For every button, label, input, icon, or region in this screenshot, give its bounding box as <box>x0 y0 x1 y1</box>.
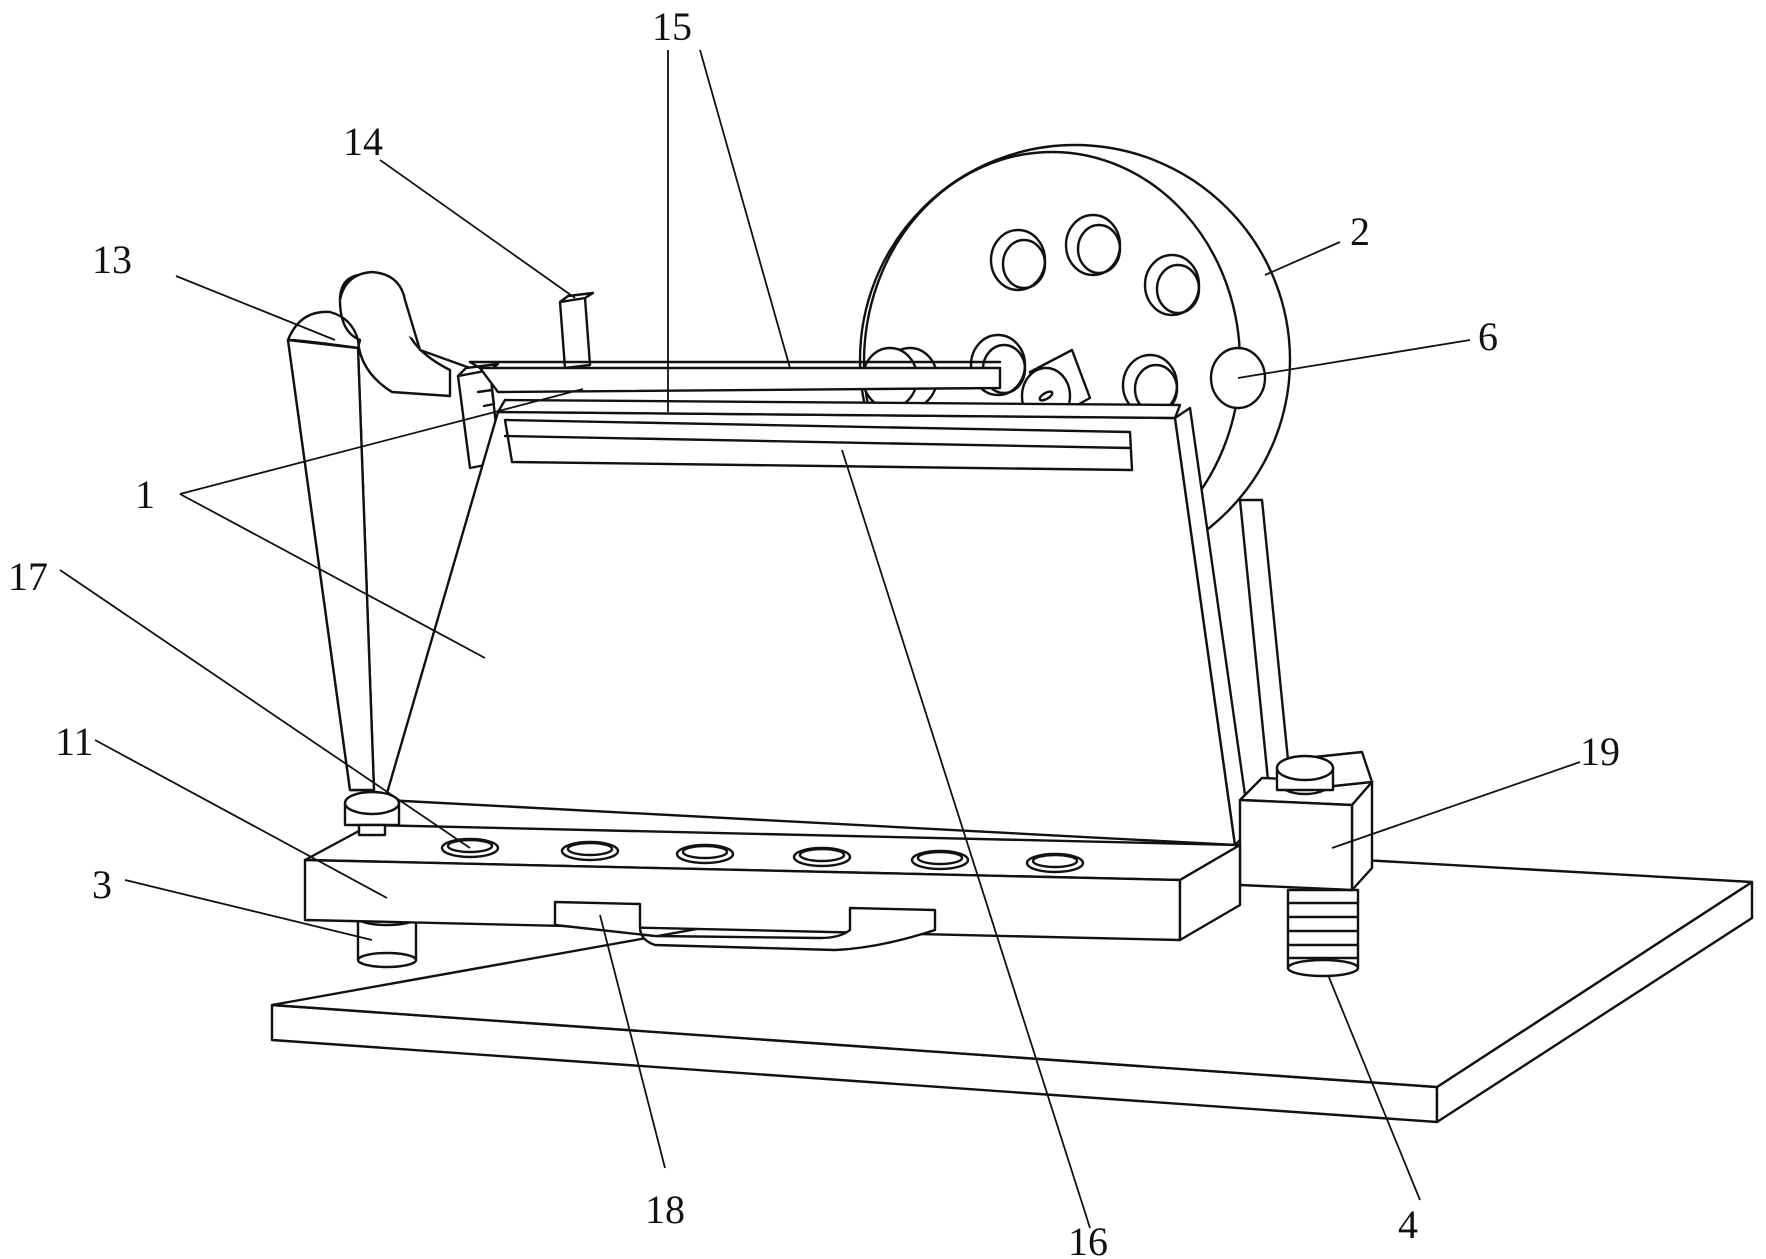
rear-strut <box>1240 500 1292 800</box>
label-3: 3 <box>92 862 112 907</box>
label-15: 15 <box>652 4 692 49</box>
label-17: 17 <box>8 554 48 599</box>
label-13: 13 <box>92 237 132 282</box>
right-threaded-post <box>1288 890 1358 976</box>
label-2: 2 <box>1350 209 1370 254</box>
label-16: 16 <box>1068 1219 1108 1259</box>
label-4: 4 <box>1398 1202 1418 1247</box>
label-6: 6 <box>1478 314 1498 359</box>
label-19: 19 <box>1580 729 1620 774</box>
label-1: 1 <box>135 472 155 517</box>
main-plate <box>385 400 1250 845</box>
label-18: 18 <box>645 1187 685 1232</box>
clamp-block <box>1240 752 1372 890</box>
label-14: 14 <box>343 119 383 164</box>
label-11: 11 <box>55 719 94 764</box>
